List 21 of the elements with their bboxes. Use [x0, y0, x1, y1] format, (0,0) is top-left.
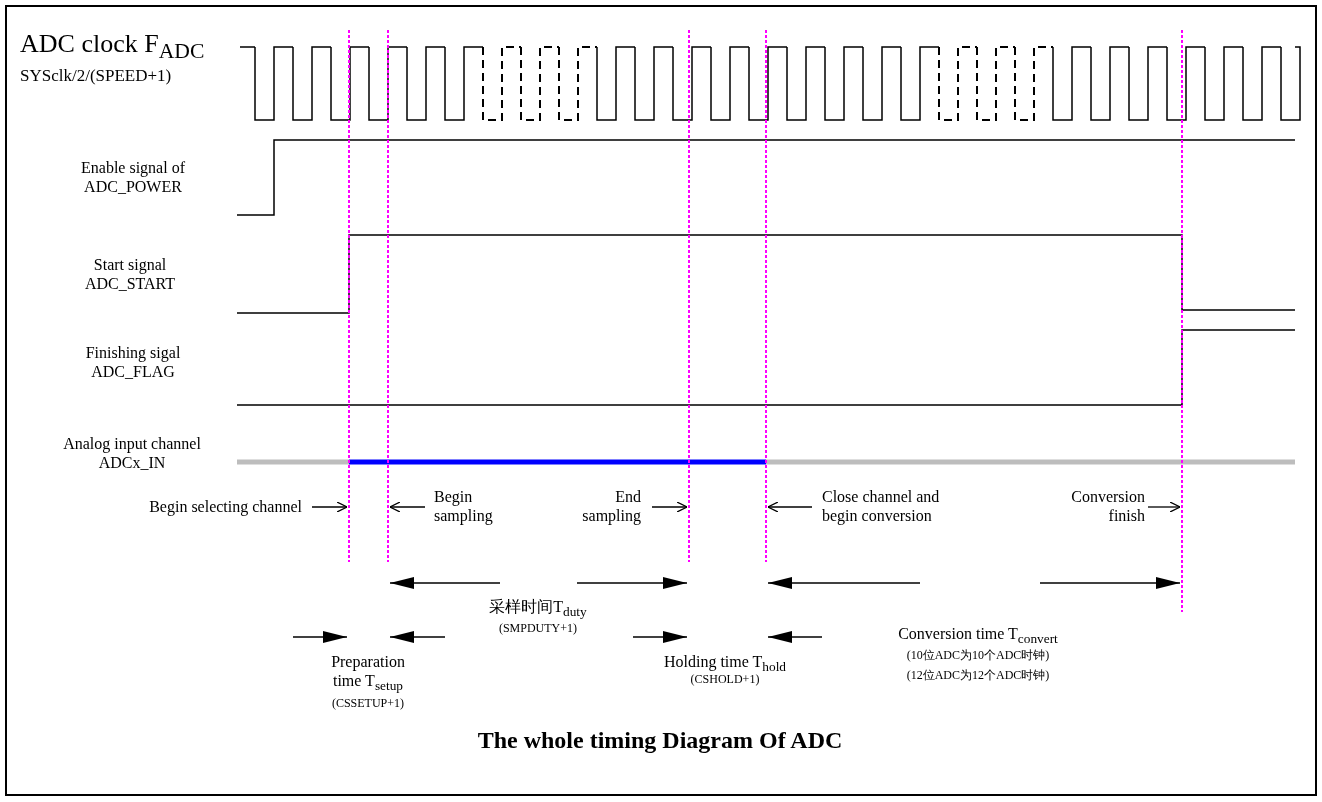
- signal-name: Analog input channel ADCx_IN: [62, 434, 202, 472]
- signal-name: Finishing sigal ADC_FLAG: [84, 343, 182, 381]
- duration-label: 采样时间T$_{duty}$: [488, 597, 588, 622]
- duration-formula: (SMPDUTY+1): [497, 621, 579, 635]
- annotation: End sampling: [581, 487, 641, 525]
- annotation: Begin selecting channel: [148, 497, 302, 516]
- duration-label: Preparation time T$_{setup}$: [330, 652, 406, 696]
- duration-formula: (10位ADC为10个ADC时钟): [905, 648, 1051, 662]
- signal-formula: SYSclk/2/(SPEED+1): [20, 66, 173, 86]
- annotation: Conversion finish: [1070, 487, 1145, 525]
- caption: The whole timing Diagram Of ADC: [476, 726, 844, 755]
- duration-label: Conversion time T$_{convert}$: [897, 624, 1059, 649]
- annotation: Close channel and begin conversion: [822, 487, 941, 525]
- signal-name: Start signal ADC_START: [83, 255, 177, 293]
- signal-name: ADC clock F$_{ADC}$: [20, 28, 206, 66]
- duration-formula: (CSSETUP+1): [330, 696, 406, 710]
- annotation: Begin sampling: [434, 487, 494, 525]
- duration-formula: (CSHOLD+1): [689, 672, 761, 686]
- signal-name: Enable signal of ADC_POWER: [80, 158, 186, 196]
- duration-label: Holding time T$_{hold}$: [662, 652, 788, 675]
- duration-formula: (12位ADC为12个ADC时钟): [905, 668, 1051, 682]
